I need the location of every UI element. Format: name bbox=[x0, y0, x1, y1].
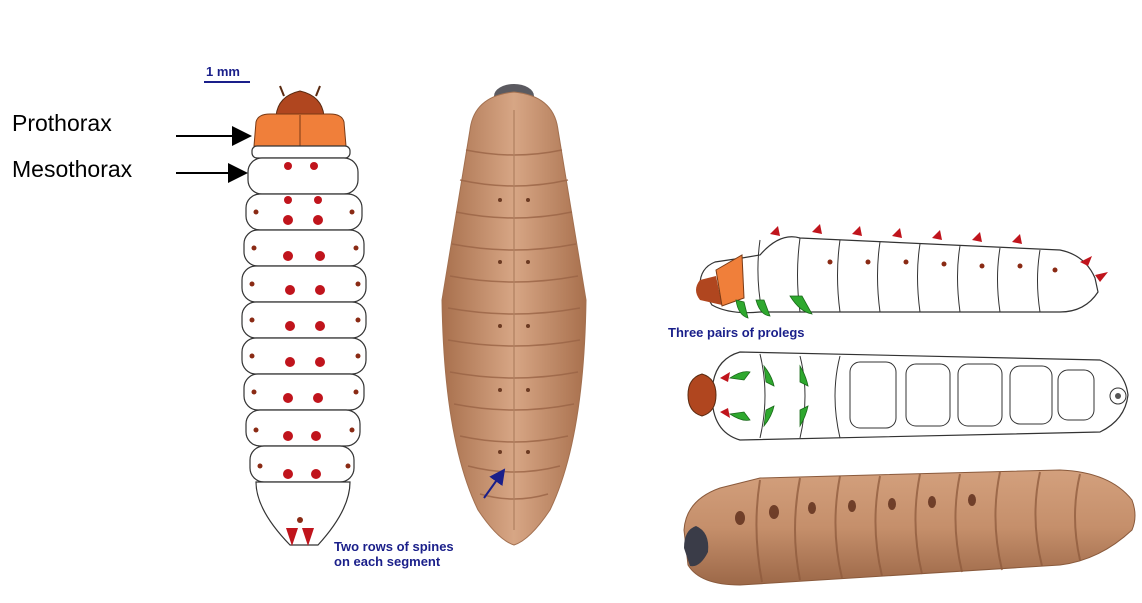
dorsal-drawing bbox=[242, 86, 366, 546]
dorsal-photo bbox=[442, 84, 586, 545]
mesothorax-label: Mesothorax bbox=[12, 158, 132, 181]
scale-label: 1 mm bbox=[206, 64, 240, 79]
ventral-drawing bbox=[688, 352, 1128, 440]
spines-annotation: Two rows of spines on each segment bbox=[334, 540, 454, 570]
spines-annotation-line1: Two rows of spines bbox=[334, 540, 454, 555]
lateral-photo bbox=[684, 470, 1135, 585]
prothorax-label: Prothorax bbox=[12, 112, 112, 135]
lateral-drawing bbox=[696, 224, 1108, 318]
prolegs-annotation: Three pairs of prolegs bbox=[668, 326, 805, 341]
spines-annotation-line2: on each segment bbox=[334, 555, 454, 570]
